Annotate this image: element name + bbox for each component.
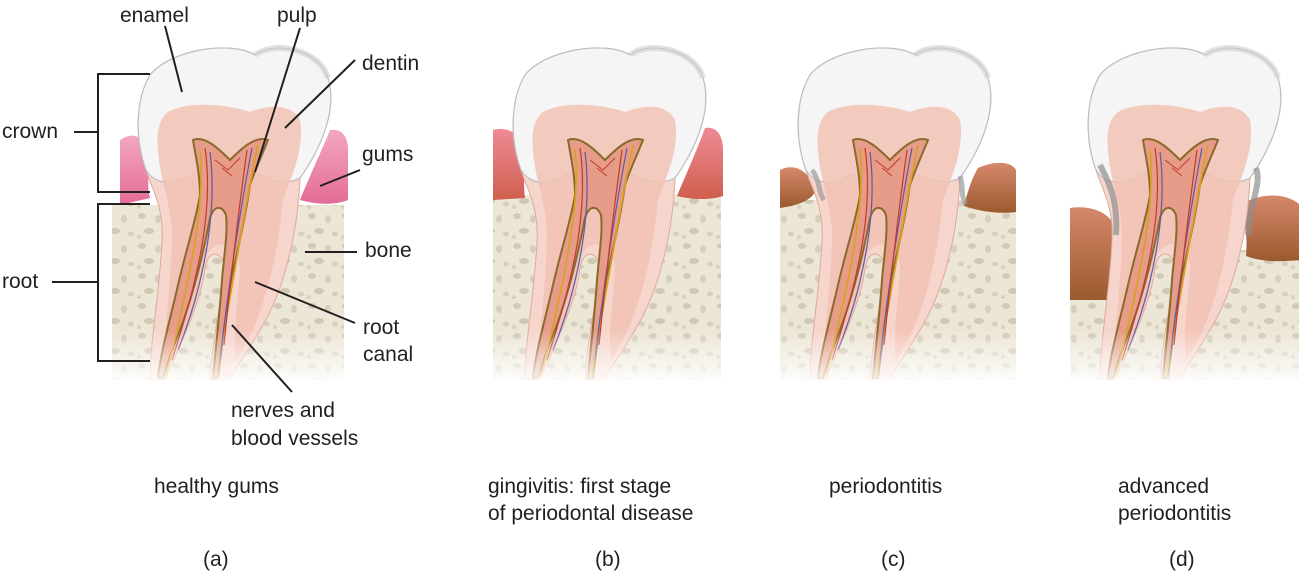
label-dentin: dentin	[362, 52, 420, 75]
caption-a-line1: healthy gums	[154, 475, 279, 498]
label-nerves-line1: nerves and	[231, 399, 335, 422]
caption-d-line2: periodontitis	[1118, 502, 1232, 525]
panel-letter-d: (d)	[1169, 548, 1195, 571]
nerves-leader	[231, 324, 293, 393]
label-pulp: pulp	[277, 4, 317, 27]
label-root: root	[2, 270, 39, 293]
enamel-leader	[164, 25, 183, 93]
label-enamel: enamel	[120, 4, 189, 27]
caption-d-line1: advanced	[1118, 475, 1210, 498]
dentin-leader	[284, 59, 356, 129]
panel-letter-c: (c)	[881, 548, 906, 571]
label-bone: bone	[365, 239, 412, 262]
caption-b-line2: of periodontal disease	[488, 502, 694, 525]
panel-a-art	[110, 48, 350, 385]
caption-b-line1: gingivitis: first stage	[488, 475, 672, 498]
caption-b: gingivitis: first stage of periodontal d…	[488, 473, 693, 527]
label-nerves-line2: blood vessels	[231, 427, 359, 450]
label-root-canal-line2: canal	[363, 343, 414, 366]
label-root-canal-line1: root	[363, 316, 400, 339]
label-gums: gums	[362, 143, 414, 166]
panel-b-art	[485, 48, 725, 385]
pulp-leader	[254, 27, 301, 173]
panel-c-art	[770, 48, 1020, 385]
leader-lines	[52, 25, 361, 393]
label-crown: crown	[2, 120, 59, 143]
caption-d: advanced periodontitis	[1118, 473, 1231, 527]
caption-a: healthy gums	[154, 473, 279, 500]
root-canal-leader	[254, 281, 356, 324]
caption-c: periodontitis	[829, 473, 942, 500]
panel-d-art	[1060, 48, 1299, 385]
panel-letter-b: (b)	[595, 548, 621, 571]
caption-c-line1: periodontitis	[829, 475, 943, 498]
gums-leader	[319, 169, 361, 187]
panel-letter-a: (a)	[203, 548, 229, 571]
